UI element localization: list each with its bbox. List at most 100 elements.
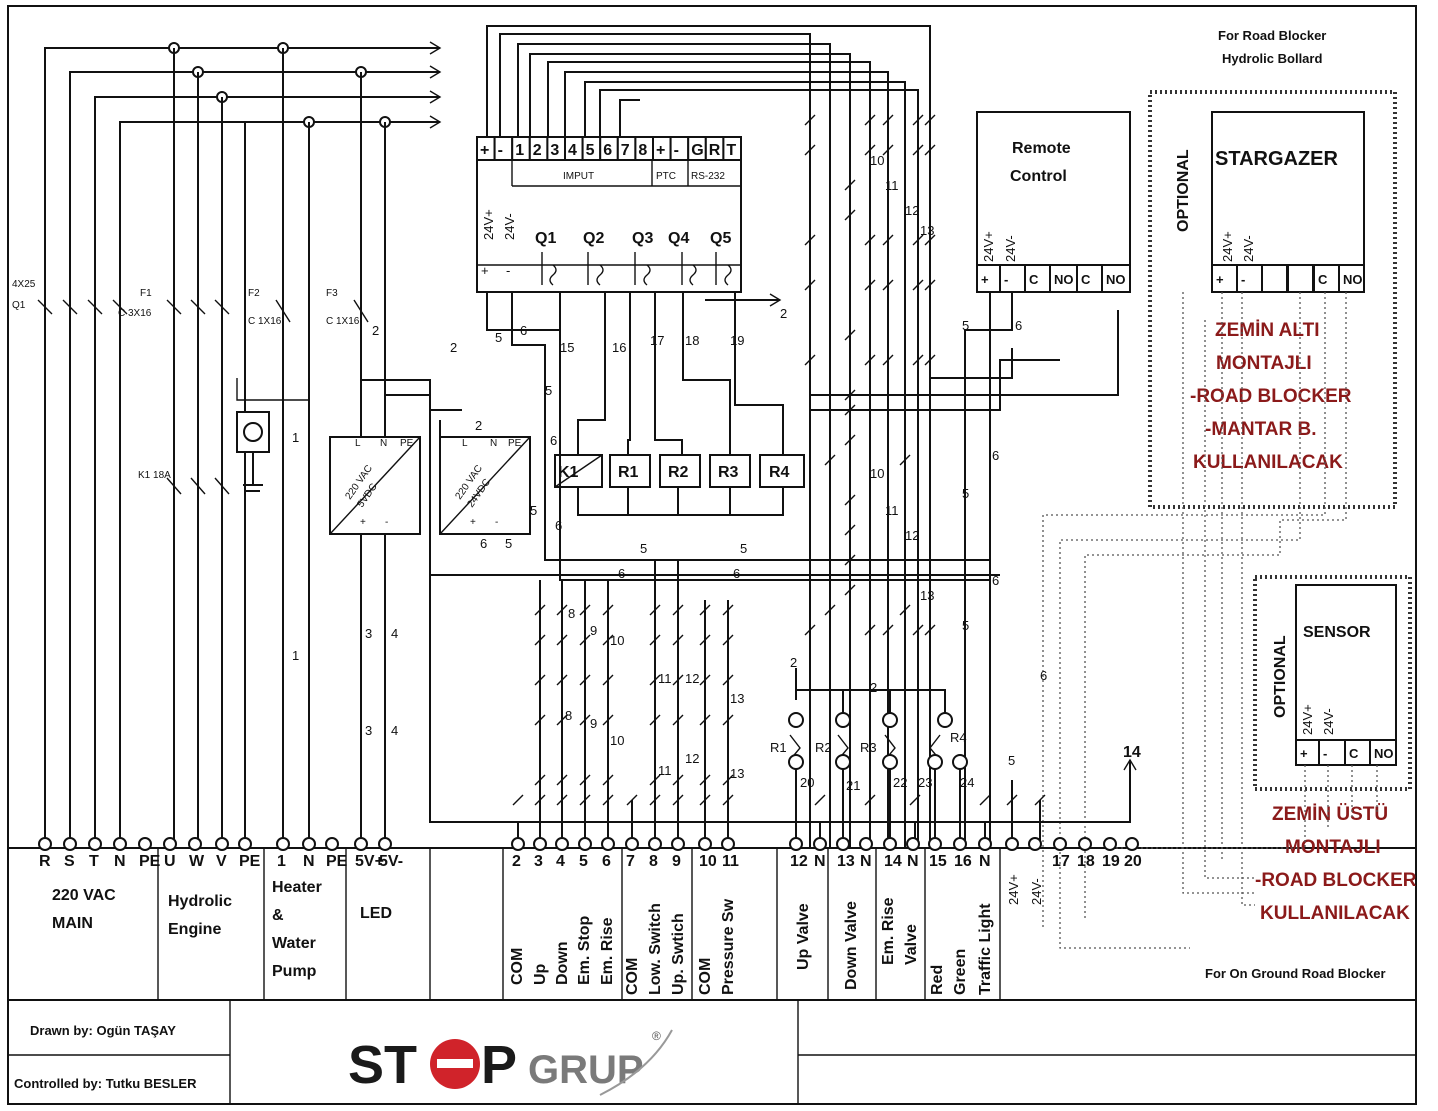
terminal-circle xyxy=(555,837,569,851)
svg-text:21: 21 xyxy=(846,778,860,793)
wire-tick xyxy=(844,524,856,536)
terminal-number: 12 xyxy=(790,853,808,870)
stargazer-note: ZEMİN ALTI MONTAJLI -ROAD BLOCKER -MANTA… xyxy=(1190,320,1352,473)
remote-title-2: Control xyxy=(1010,168,1067,185)
wire-number: 6 xyxy=(992,448,999,463)
controller-24v-plus: 24V+ xyxy=(481,209,496,240)
terminal-circle xyxy=(88,837,102,851)
wire-tick xyxy=(804,624,816,636)
wire-tick xyxy=(882,624,894,636)
wire-tick xyxy=(844,209,856,221)
wire-tick xyxy=(912,144,924,156)
terminal-number: 1 xyxy=(277,853,286,870)
terminal-circle xyxy=(163,837,177,851)
relay-r2 xyxy=(659,454,701,488)
svg-text:P: P xyxy=(481,1035,517,1095)
terminal-number: 5V- xyxy=(379,853,403,870)
controller-terminal-label: 7 xyxy=(621,142,630,159)
q1-rating: 4X25 xyxy=(12,279,36,290)
svg-text:MONTAJLI: MONTAJLI xyxy=(1285,837,1381,858)
wire-number: 12 xyxy=(685,671,699,686)
wire-tick xyxy=(699,604,711,616)
optional-dotted-wiring xyxy=(1042,292,1378,949)
svg-text:R1: R1 xyxy=(770,740,787,755)
terminal-number: 5 xyxy=(579,853,588,870)
svg-text:24V-: 24V- xyxy=(1003,235,1018,262)
svg-text:R2: R2 xyxy=(668,464,689,481)
stargazer-title: STARGAZER xyxy=(1215,148,1339,170)
svg-text:24V+: 24V+ xyxy=(981,231,996,262)
terminal-number: N xyxy=(114,853,126,870)
svg-text:KULLANILACAK: KULLANILACAK xyxy=(1260,903,1410,924)
terminal-function-label: COM xyxy=(697,958,714,995)
wire-tick xyxy=(722,794,734,806)
wire-tick xyxy=(924,144,936,156)
terminal-function-label: Red xyxy=(929,965,946,995)
wire-tick xyxy=(534,794,546,806)
wire-tick xyxy=(602,604,614,616)
wire-tick xyxy=(844,554,856,566)
controller-terminal-label: T xyxy=(726,142,736,159)
wire-number: 12 xyxy=(905,528,919,543)
svg-text:R2: R2 xyxy=(815,740,832,755)
wire-tick xyxy=(579,774,591,786)
wire-number: 13 xyxy=(920,223,934,238)
wire-tick xyxy=(579,794,591,806)
wire-number: 6 xyxy=(733,566,740,581)
wire-tick xyxy=(722,774,734,786)
wire-number: 9 xyxy=(590,623,597,638)
controller-terminal-label: + xyxy=(480,142,489,159)
terminal-circle xyxy=(813,837,827,851)
wire-number: 11 xyxy=(885,503,899,518)
terminal-circle xyxy=(533,837,547,851)
wire-tick xyxy=(864,144,876,156)
wire-number: 13 xyxy=(730,691,744,706)
svg-text:23: 23 xyxy=(918,775,932,790)
terminal-number: U xyxy=(164,853,176,870)
controller-terminal xyxy=(722,136,743,161)
terminal-number: PE xyxy=(326,853,348,870)
wire-tick-marks xyxy=(512,114,1046,806)
wire-number: 6 xyxy=(1040,668,1047,683)
wire-tick xyxy=(579,714,591,726)
svg-text:24: 24 xyxy=(960,775,974,790)
terminal-number: N xyxy=(907,853,919,870)
wire-tick xyxy=(882,279,894,291)
sensor-terminal xyxy=(1369,739,1397,766)
wire-tick xyxy=(864,794,876,806)
psu-feed-wires xyxy=(360,379,462,575)
terminal-circle xyxy=(238,837,252,851)
f2-rating: C 1X16 xyxy=(248,316,282,327)
svg-text:K1: K1 xyxy=(558,464,579,481)
wire-tick xyxy=(912,234,924,246)
terminal-number: 8 xyxy=(649,853,658,870)
wire-tick xyxy=(602,794,614,806)
wire-tick xyxy=(722,674,734,686)
terminal-function-label: Green xyxy=(952,949,969,995)
output-q2: Q2 xyxy=(583,230,604,247)
terminal-group-label: Pump xyxy=(272,963,317,980)
lower-harness: 14 xyxy=(429,560,1141,848)
wire-tick xyxy=(864,234,876,246)
wire-tick xyxy=(844,584,856,596)
terminal-number: V xyxy=(216,853,227,870)
terminal-number: 15 xyxy=(929,853,947,870)
wire-number: 6 xyxy=(520,323,527,338)
wire-tick xyxy=(602,674,614,686)
wire-tick xyxy=(699,634,711,646)
terminal-circle xyxy=(883,837,897,851)
wire-tick xyxy=(602,634,614,646)
wire-tick xyxy=(979,794,991,806)
controller-terminal-label: 1 xyxy=(515,142,524,159)
wire-tick xyxy=(534,674,546,686)
wire-number: 10 xyxy=(610,733,624,748)
terminal-number: 17 xyxy=(1052,853,1070,870)
f3-rating: C 1X16 xyxy=(326,316,360,327)
psu-24vdc: L N PE + - 220 VAC 24VDC xyxy=(439,436,531,535)
wire-tick xyxy=(579,674,591,686)
input-group-label: IMPUT xyxy=(563,171,594,182)
remote-terminal-label: - xyxy=(1004,272,1008,287)
remote-control-unit: Remote Control 24V+ 24V- xyxy=(976,111,1131,293)
wire-tick xyxy=(912,354,924,366)
